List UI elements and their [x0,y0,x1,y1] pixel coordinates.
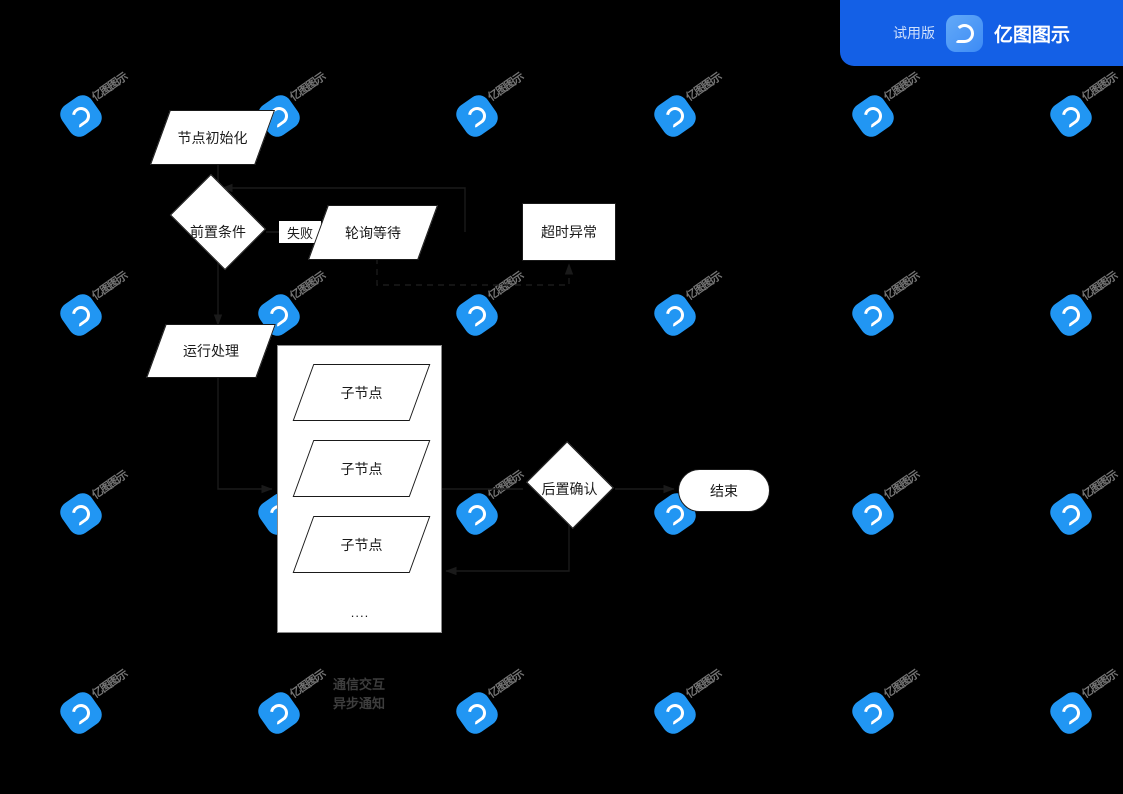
node-后置确认[interactable]: 后置确认 [523,441,616,530]
note-通信交互: 通信交互 [333,677,386,692]
node-label: 前置条件 [190,224,246,240]
node-子节点-1[interactable]: 子节点 [292,364,431,421]
node-超时异常[interactable]: 超时异常 [522,203,616,261]
node-label: 后置确认 [541,481,598,497]
node-label: 节点初始化 [177,129,248,146]
node-label: 运行处理 [183,343,239,359]
node-结束[interactable]: 结束 [678,469,770,512]
trial-banner: 试用版 亿图图示 [840,0,1123,66]
brand-name: 亿图图示 [993,24,1070,46]
node-子节点-3[interactable]: 子节点 [292,516,431,573]
node-label: 轮询等待 [345,224,401,241]
trial-label: 试用版 [892,25,935,41]
node-运行处理[interactable]: 运行处理 [146,324,276,378]
node-more-children: .... [350,604,370,620]
node-label: 子节点 [340,384,383,401]
node-label: 子节点 [340,536,383,553]
node-label: 超时异常 [541,224,597,240]
edraw-logo-icon [945,14,983,52]
edge-poll-timeout-dashed [376,258,574,286]
edge-run-container [217,377,273,494]
edge-postcfm-container-loop [445,519,570,576]
node-label: 结束 [710,482,738,499]
node-子节点-2[interactable]: 子节点 [292,440,431,497]
node-轮询等待[interactable]: 轮询等待 [307,205,439,260]
edge-poll-precond-loop [221,183,466,232]
node-label: 子节点 [340,460,383,477]
node-节点初始化[interactable]: 节点初始化 [149,110,276,165]
edge-label-失败: 失败 [279,221,321,243]
note-异步通知: 异步通知 [333,696,386,711]
node-前置条件[interactable]: 前置条件 [163,174,273,273]
